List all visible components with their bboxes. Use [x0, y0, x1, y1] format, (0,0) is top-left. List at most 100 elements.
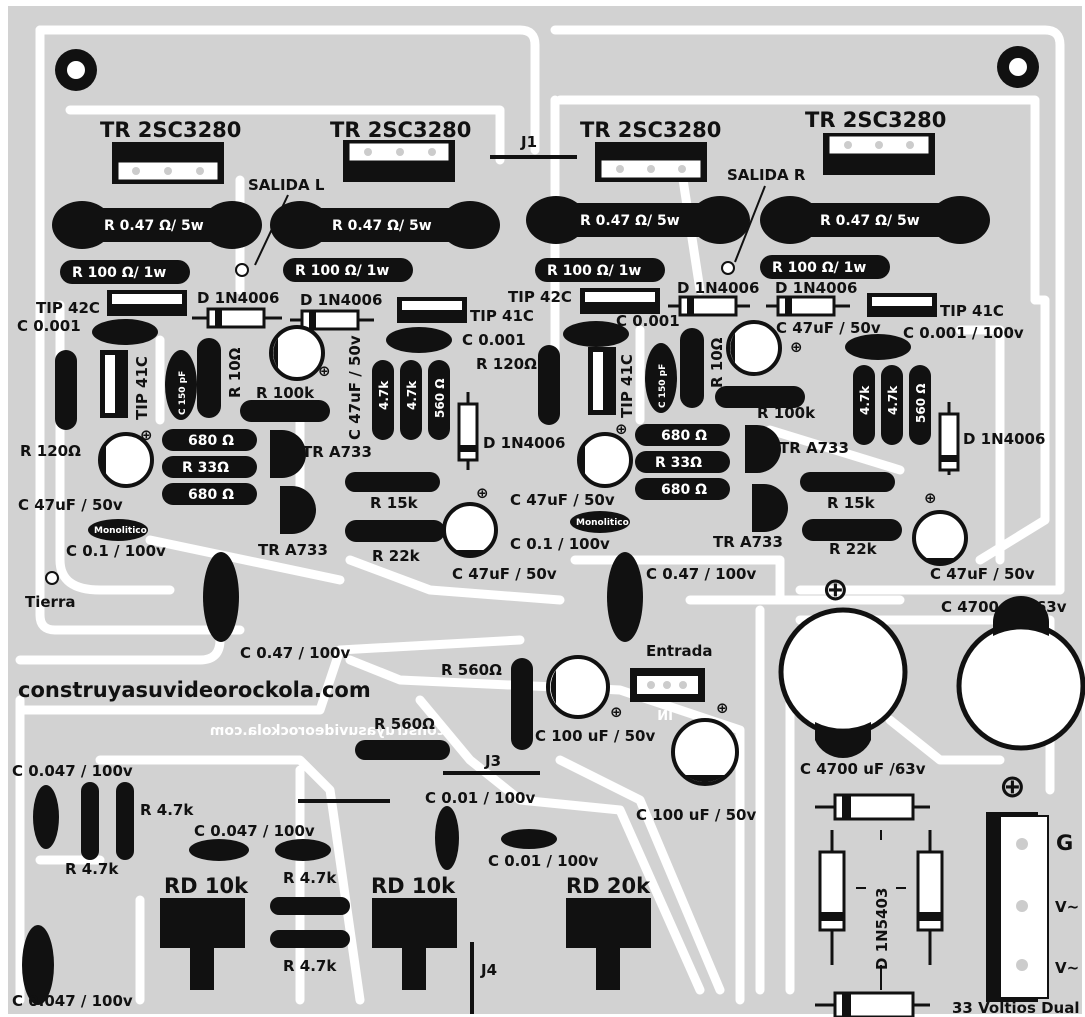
- svg-text:R 15k: R 15k: [827, 494, 876, 512]
- svg-text:C 0.047 / 100v: C 0.047 / 100v: [12, 762, 133, 780]
- svg-text:TR A733: TR A733: [258, 541, 328, 559]
- transistor-tr1: TR 2SC3280: [100, 118, 241, 184]
- resistor-100k-left: R 100k: [240, 384, 330, 422]
- svg-text:G: G: [1056, 831, 1073, 855]
- svg-text:⊕: ⊕: [999, 767, 1026, 805]
- svg-text:R 33Ω: R 33Ω: [182, 460, 229, 476]
- cap-0001-1: C 0.001: [17, 317, 158, 345]
- svg-text:D 1N5403: D 1N5403: [873, 888, 891, 970]
- pot-rd10k-left: RD 10k: [160, 874, 249, 990]
- resistor-100-3: R 100 Ω/ 1w: [535, 258, 665, 282]
- svg-text:R 10Ω: R 10Ω: [708, 337, 726, 388]
- cap-47uf-6: ⊕ C 47uF / 50v: [912, 489, 1035, 583]
- resistor-120-left: R 120Ω: [20, 350, 81, 460]
- resistor-560-vertical: R 560Ω: [441, 658, 533, 750]
- svg-text:R 100 Ω/ 1w: R 100 Ω/ 1w: [295, 263, 389, 279]
- tr-a733-2: TR A733: [258, 486, 328, 559]
- svg-text:C 47uF / 50v: C 47uF / 50v: [776, 319, 881, 337]
- cap-0047-2: C 0.047 / 100v: [189, 822, 315, 861]
- resistor-100-4: R 100 Ω/ 1w: [760, 255, 890, 279]
- resistor-22k-left: R 22k: [345, 520, 445, 565]
- cap-0047-4: C 0.047 / 100v: [12, 925, 133, 1010]
- transistor-tr4: TR 2SC3280: [805, 108, 946, 175]
- resistors-4-7k-horizontal: R 4.7k R 4.7k: [270, 869, 350, 975]
- cap-0001-4: C 0.001 / 100v: [845, 324, 1024, 360]
- mounting-hole-right: [997, 46, 1039, 88]
- resistor-560-horizontal: R 560Ω: [355, 715, 450, 760]
- website-label: construyasuvideorockola.com: [18, 678, 371, 702]
- svg-text:TIP 41C: TIP 41C: [470, 307, 534, 325]
- input-connector: Entrada IN: [630, 642, 712, 724]
- cap-0001-2: C 0.001: [386, 327, 526, 353]
- tr-a733-3: TR A733: [745, 425, 849, 473]
- svg-text:4.7k: 4.7k: [405, 380, 419, 410]
- cap-47uf-3: ⊕ C 47uF / 50v: [18, 426, 154, 514]
- cap-0047-1: C 0.047 / 100v: [12, 762, 133, 849]
- svg-text:R 100k: R 100k: [757, 404, 816, 422]
- diode-1n4006-4: D 1N4006: [766, 279, 857, 317]
- resistor-047-2: R 0.47 Ω/ 5w: [270, 201, 500, 249]
- svg-text:D 1N4006: D 1N4006: [483, 434, 565, 452]
- svg-text:R 100 Ω/ 1w: R 100 Ω/ 1w: [772, 260, 866, 276]
- resistor-10-right: R 10Ω: [680, 328, 726, 408]
- svg-text:IN: IN: [657, 709, 673, 724]
- svg-text:R 4.7k: R 4.7k: [283, 869, 337, 887]
- resistors-vertical-right: 4.7k 4.7k 560 Ω: [853, 365, 931, 445]
- svg-text:C 100 uF / 50v: C 100 uF / 50v: [636, 806, 756, 824]
- svg-text:R 560Ω: R 560Ω: [374, 715, 435, 733]
- diode-1n4006-2: D 1N4006: [290, 291, 382, 331]
- resistors-680-left: 680 Ω R 33Ω 680 Ω: [162, 429, 257, 505]
- resistor-100-2: R 100 Ω/ 1w: [283, 258, 413, 282]
- tip41c-left-top: TIP 41C: [397, 297, 534, 325]
- resistors-680-right: 680 Ω R 33Ω 680 Ω: [635, 424, 730, 500]
- svg-text:C 47uF / 50v: C 47uF / 50v: [930, 565, 1035, 583]
- resistors-vertical-left: 4.7k 4.7k 560 Ω: [372, 360, 450, 440]
- svg-text:4.7k: 4.7k: [377, 380, 391, 410]
- cap-150pf-right: C 150 pF: [645, 343, 677, 413]
- cap-001-vertical: C 0.01 / 100v: [425, 789, 535, 870]
- power-connector: G V~ V~ 33 Voltios Dual: [952, 812, 1080, 1017]
- svg-text:C 0.01 / 100v: C 0.01 / 100v: [488, 852, 598, 870]
- cap-47uf-1: ⊕ C 47uF / 50v: [269, 325, 364, 440]
- svg-text:4.7k: 4.7k: [886, 385, 900, 415]
- resistor-15k-left: R 15k: [345, 472, 440, 512]
- svg-text:R 4.7k: R 4.7k: [283, 957, 337, 975]
- svg-text:C 47uF / 50v: C 47uF / 50v: [346, 335, 364, 440]
- diode-1n4006-5: D 1N4006: [457, 392, 565, 470]
- svg-text:680 Ω: 680 Ω: [188, 433, 234, 449]
- svg-text:R 100k: R 100k: [256, 384, 315, 402]
- diode-1n4006-1: D 1N4006: [192, 289, 282, 329]
- svg-text:C 100 uF / 50v: C 100 uF / 50v: [535, 727, 655, 745]
- svg-text:4.7k: 4.7k: [858, 385, 872, 415]
- cap-47uf-4: ⊕ C 47uF / 50v: [510, 420, 633, 509]
- svg-text:R 22k: R 22k: [372, 547, 421, 565]
- svg-text:⊕: ⊕: [615, 420, 628, 438]
- svg-text:RD 10k: RD 10k: [371, 874, 456, 898]
- svg-text:D 1N4006: D 1N4006: [197, 289, 279, 307]
- svg-text:680 Ω: 680 Ω: [188, 487, 234, 503]
- transistor-tr2: TR 2SC3280: [330, 118, 471, 182]
- resistor-047-4: R 0.47 Ω/ 5w: [760, 196, 990, 244]
- tip41c-right-vertical: TIP 41C: [588, 347, 636, 418]
- svg-text:⊕: ⊕: [476, 484, 489, 502]
- r047-label-2: R 0.47 Ω/ 5w: [332, 218, 432, 234]
- svg-text:C 0.001: C 0.001: [17, 317, 81, 335]
- svg-text:R 100 Ω/ 1w: R 100 Ω/ 1w: [547, 263, 641, 279]
- svg-text:TIP 42C: TIP 42C: [508, 288, 572, 306]
- svg-text:D 1N4006: D 1N4006: [300, 291, 382, 309]
- resistor-100k-right: R 100k: [715, 386, 816, 422]
- salida-l-label: SALIDA L: [248, 176, 325, 194]
- svg-text:C 4700 uF /63v: C 4700 uF /63v: [800, 760, 926, 778]
- svg-text:C 0.001: C 0.001: [462, 331, 526, 349]
- svg-text:C 150 pF: C 150 pF: [658, 364, 668, 408]
- j4-label: J4: [480, 961, 497, 979]
- svg-text:Monolitico: Monolitico: [94, 526, 147, 536]
- svg-text:560 Ω: 560 Ω: [914, 384, 928, 423]
- tip41c-left-vertical: TIP 41C: [100, 350, 151, 420]
- svg-text:⊕: ⊕: [716, 699, 729, 717]
- r047-label-4: R 0.47 Ω/ 5w: [820, 213, 920, 229]
- svg-text:C 0.047 / 100v: C 0.047 / 100v: [12, 992, 133, 1010]
- cap-047-right: C 0.47 / 100v: [607, 552, 756, 642]
- resistor-22k-right: R 22k: [802, 519, 902, 558]
- cap-4700-right: C 4700 uF /63v ⊕: [941, 596, 1085, 805]
